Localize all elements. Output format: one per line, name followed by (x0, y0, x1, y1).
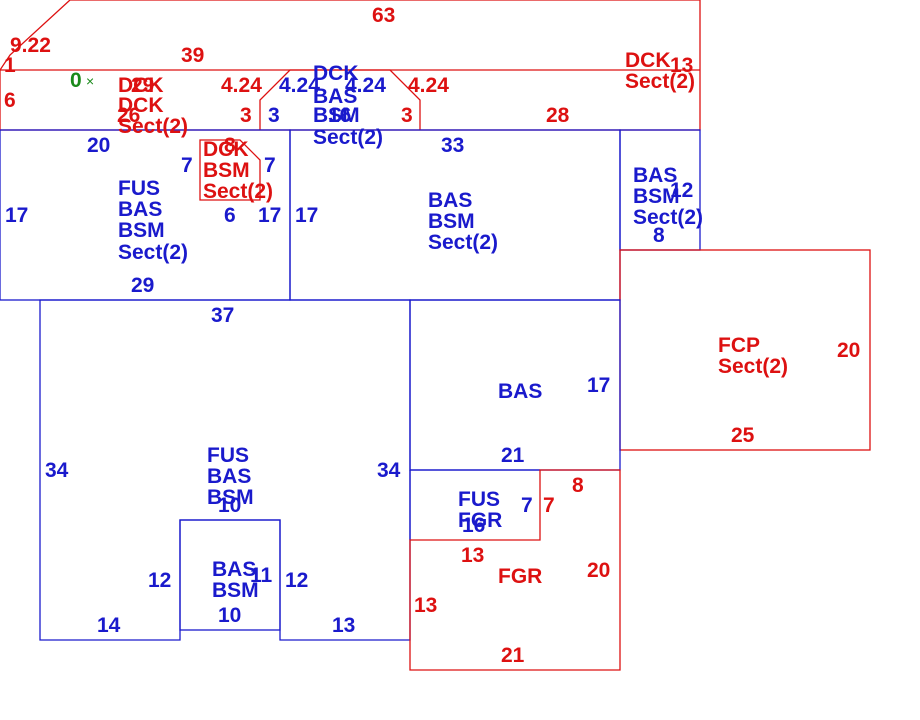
dim-6-b: 6 (224, 204, 236, 227)
dck2-sect-label: Sect(2) (118, 115, 188, 138)
top-roof-dck: DCK (625, 49, 671, 72)
dim-34-a: 34 (45, 459, 69, 482)
dim-1: 1 (4, 54, 16, 77)
top-roof-sect: Sect(2) (625, 70, 695, 93)
small-red-label-2: Sect(2) (203, 180, 273, 203)
small-lower-label-1: BSM (212, 579, 259, 602)
mid-top-label-1: BAS (313, 85, 357, 108)
dck1-label: DCK (118, 74, 164, 97)
dim-34-b: 34 (377, 459, 401, 482)
dim-14: 14 (97, 614, 121, 637)
fgr-room-outline (409, 469, 621, 671)
left-lower-label-0: FUS (207, 444, 249, 467)
bas-label: BAS (498, 380, 542, 403)
fcp-label-1: Sect(2) (718, 355, 788, 378)
dim-37: 37 (211, 304, 234, 327)
dim-17-d: 17 (587, 374, 610, 397)
dim-3-b: 3 (268, 104, 280, 127)
dim-11: 11 (250, 564, 273, 587)
outlines (0, 0, 871, 671)
left-lower-label-1: BAS (207, 465, 251, 488)
dim-21-b: 21 (501, 644, 525, 667)
dim-12-c: 12 (285, 569, 308, 592)
dim-20-a: 20 (87, 134, 110, 157)
left-upper-label-3: Sect(2) (118, 241, 188, 264)
dim-12-a: 12 (670, 179, 693, 202)
dim-13-b: 13 (461, 544, 484, 567)
small-red-label-1: BSM (203, 159, 250, 182)
dim-26: 26 (117, 104, 140, 127)
right-small-label-1: BSM (633, 185, 680, 208)
mid-upper-label-0: BAS (428, 189, 472, 212)
dim-10-b: 10 (218, 604, 241, 627)
mid-top-label-0: DCK (313, 62, 359, 85)
small-lower-room-outline (179, 519, 281, 631)
dim-13-c: 13 (414, 594, 437, 617)
dim-8-c: 8 (572, 474, 584, 497)
dck2-label: DCK (118, 94, 164, 117)
mid-upper-label-1: BSM (428, 210, 475, 233)
dim-25: 25 (731, 424, 755, 447)
mid-top-label-3: Sect(2) (313, 126, 383, 149)
dim-29-b: 29 (131, 274, 154, 297)
dim-16: 16 (328, 104, 351, 127)
dim-3-c: 3 (401, 104, 413, 127)
dim-12-b: 12 (148, 569, 171, 592)
dim-7-b: 7 (264, 154, 276, 177)
dim-7-d: 7 (543, 494, 555, 517)
dim-8-a: 8 (224, 134, 236, 157)
right-small-label-2: Sect(2) (633, 206, 703, 229)
fus-fgr-label-0: FUS (458, 488, 500, 511)
left-upper-label-1: BAS (118, 198, 162, 221)
dim-7-c: 7 (521, 494, 533, 517)
small-lower-label-0: BAS (212, 558, 256, 581)
dim-3-a: 3 (240, 104, 252, 127)
dck-bump-outline (259, 69, 421, 130)
top-roof-outline (0, 0, 701, 131)
origin-mark: × (86, 73, 94, 89)
dim-16-b: 16 (462, 514, 485, 537)
mid-top-label-2: BSM (313, 104, 360, 127)
left-upper-label-0: FUS (118, 177, 160, 200)
dim-7-a: 7 (181, 154, 193, 177)
small-red-label-0: DCK (203, 138, 249, 161)
dim-8-b: 8 (653, 224, 665, 247)
right-small-label-0: BAS (633, 164, 677, 187)
dim-39: 39 (181, 44, 204, 67)
fgr-label: FGR (498, 565, 542, 588)
dim-4-24-d: 4.24 (408, 74, 449, 97)
dim-17-b: 17 (258, 204, 281, 227)
dim-4-24-a: 4.24 (221, 74, 262, 97)
dim-9-22: 9.22 (10, 34, 51, 57)
dim-10-a: 10 (218, 494, 241, 517)
dim-33: 33 (441, 134, 464, 157)
room-labels: DCK Sect(2) DCK DCK Sect(2) DCK BAS BSM … (118, 49, 788, 602)
dim-29: 29 (131, 74, 154, 97)
dim-13-d: 13 (332, 614, 355, 637)
dim-4-24-c: 4.24 (345, 74, 386, 97)
left-lower-label-2: BSM (207, 486, 254, 509)
dim-63: 63 (372, 4, 395, 27)
dim-17-a: 17 (5, 204, 28, 227)
dim-20-c: 20 (587, 559, 610, 582)
dimension-labels: 63 9.22 1 39 6 13 29 26 4.24 4.24 4.24 4… (4, 4, 860, 667)
mid-upper-label-2: Sect(2) (428, 231, 498, 254)
fus-fgr-label-1: FGR (458, 509, 502, 532)
dim-21-a: 21 (501, 444, 525, 467)
fcp-label-0: FCP (718, 334, 760, 357)
dim-17-c: 17 (295, 204, 318, 227)
small-red-room-outline (199, 139, 261, 201)
dim-20-b: 20 (837, 339, 860, 362)
origin-label: 0 (70, 69, 82, 92)
left-upper-label-2: BSM (118, 219, 165, 242)
dim-4-24-b: 4.24 (279, 74, 320, 97)
dim-28: 28 (546, 104, 570, 127)
dim-13-top: 13 (670, 54, 693, 77)
dim-6: 6 (4, 89, 16, 112)
